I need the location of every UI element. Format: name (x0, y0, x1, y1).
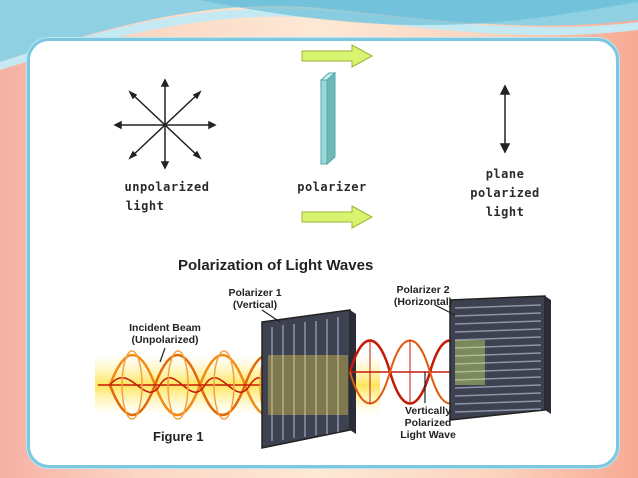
polarizer-label: polarizer (297, 180, 367, 194)
incident-beam-label-line1: Incident Beam (129, 322, 201, 334)
plane-polarized-arrow-icon (499, 84, 511, 154)
header-swoosh (0, 0, 638, 70)
vertical-wave-label-line1: Vertically (404, 405, 452, 417)
vertical-wave-label: Vertically Polarized Light Wave (378, 405, 478, 441)
unpolarized-label-line2: light (125, 199, 165, 213)
vertical-wave-label-line3: Light Wave (400, 429, 456, 441)
unpolarized-label: unpolarized light (112, 178, 222, 216)
polarizer-2-label: Polarizer 2 (Horizontal) (368, 284, 478, 308)
top-arrow-lower (301, 205, 374, 229)
polarizer-2-label-line1: Polarizer 2 (396, 284, 450, 296)
figure-title: Polarization of Light Waves (178, 257, 374, 274)
plane-label-line3: light (485, 205, 525, 219)
polarizer-2-filter (449, 295, 551, 421)
top-arrow-upper (301, 44, 374, 68)
polarizer-1-filter (261, 309, 356, 449)
unpolarized-light-icon (113, 78, 217, 170)
unpolarized-label-line1: unpolarized (124, 180, 210, 194)
plane-label-line1: plane (485, 167, 525, 181)
plane-label-line2: polarized (470, 186, 540, 200)
polarizer-2-label-line2: (Horizontal) (393, 296, 453, 308)
incident-beam-label-line2: (Unpolarized) (131, 334, 199, 346)
leader-lines (159, 304, 456, 403)
polarizer-1-label: Polarizer 1 (Vertical) (200, 287, 310, 311)
polarizer-1-label-line2: (Vertical) (232, 299, 278, 311)
polarizer-1-label-line1: Polarizer 1 (228, 287, 282, 299)
polarizer-icon (319, 71, 337, 166)
incident-beam-label: Incident Beam (Unpolarized) (110, 322, 220, 346)
figure-caption: Figure 1 (153, 429, 204, 444)
plane-polarized-label: plane polarized light (455, 165, 555, 222)
vertical-wave-label-line2: Polarized (404, 417, 452, 429)
